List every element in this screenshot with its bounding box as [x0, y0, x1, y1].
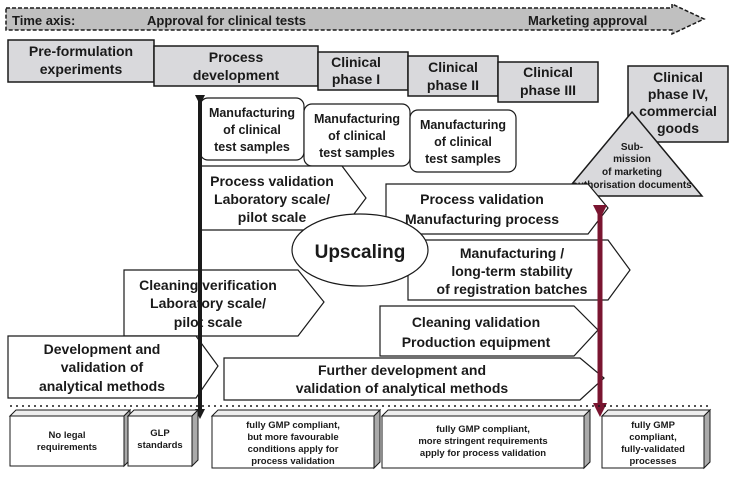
requirement-gmp-favourable-line-4: process validation — [251, 456, 335, 467]
activity-process-validation-lab: Process validation Laboratory scale/ pil… — [199, 165, 367, 231]
activity-registration-batches-line-2: long-term stability — [451, 263, 573, 279]
activity-further-development-line-1: Further development and — [318, 362, 486, 378]
sample-box-1-line-2: of clinical — [223, 123, 281, 137]
activity-process-validation-lab-line-3: pilot scale — [238, 209, 307, 225]
phase-clinical-2: Clinical phase II — [407, 55, 499, 97]
activity-cleaning-validation: Cleaning validation Production equipment — [379, 305, 599, 357]
sample-box-3-line-1: Manufacturing — [420, 118, 506, 132]
phase-clinical-1-line-2: phase I — [332, 71, 380, 87]
requirement-gmp-favourable: fully GMP compliant, but more favourable… — [210, 408, 382, 470]
requirement-no-legal: No legal requirements — [8, 408, 132, 468]
submission-line-4: authorisation documents — [572, 180, 692, 191]
requirement-gmp-stringent-line-2: more stringent requirements — [418, 436, 547, 447]
activity-cleaning-verification-line-3: pilot scale — [174, 314, 243, 330]
requirement-gmp-stringent-line-1: fully GMP compliant, — [436, 424, 530, 435]
activity-process-validation-lab-line-1: Process validation — [210, 173, 334, 189]
requirement-gmp-validated-line-4: processes — [629, 456, 676, 467]
milestone-clinical-tests: Approval for clinical tests — [147, 13, 306, 28]
activity-analytical-methods: Development and validation of analytical… — [7, 335, 219, 399]
sample-box-2: Manufacturing of clinical test samples — [303, 103, 411, 167]
sample-box-1-line-1: Manufacturing — [209, 106, 295, 120]
activity-analytical-methods-line-1: Development and — [44, 341, 161, 357]
requirement-glp: GLP standards — [126, 408, 200, 468]
requirement-gmp-favourable-line-1: fully GMP compliant, — [246, 420, 340, 431]
time-axis-arrow — [5, 2, 706, 36]
phase-process-development-line-1: Process — [209, 49, 264, 65]
sample-box-2-line-1: Manufacturing — [314, 112, 400, 126]
phase-pre-formulation: Pre-formulation experiments — [7, 39, 155, 83]
sample-box-3-line-3: test samples — [425, 152, 501, 166]
phase-clinical-2-line-1: Clinical — [428, 59, 478, 75]
activity-further-development: Further development and validation of an… — [223, 357, 605, 401]
phase-process-development: Process development — [153, 45, 319, 87]
activity-analytical-methods-line-3: analytical methods — [39, 378, 165, 394]
phase-clinical-3: Clinical phase III — [497, 61, 599, 103]
activity-cleaning-validation-line-1: Cleaning validation — [412, 314, 540, 330]
activity-cleaning-verification: Cleaning verification Laboratory scale/ … — [123, 269, 325, 337]
activity-registration-batches: Manufacturing / long-term stability of r… — [407, 239, 631, 301]
activity-analytical-methods-line-2: validation of — [61, 359, 144, 375]
sample-box-3-line-2: of clinical — [434, 135, 492, 149]
activity-upscaling-label: Upscaling — [315, 242, 406, 263]
activity-upscaling: Upscaling — [291, 213, 429, 287]
submission-line-2: mission — [613, 154, 651, 165]
phase-clinical-1: Clinical phase I — [317, 51, 409, 91]
submission-line-1: Sub- — [621, 142, 643, 153]
requirement-gmp-validated-line-2: compliant, — [629, 432, 677, 443]
requirement-gmp-validated: fully GMP compliant, fully-validated pro… — [600, 408, 712, 470]
sample-box-1-line-3: test samples — [214, 140, 290, 154]
requirement-gmp-favourable-line-3: conditions apply for — [248, 444, 339, 455]
requirement-gmp-validated-line-1: fully GMP — [631, 420, 675, 431]
requirement-gmp-favourable-line-2: but more favourable — [247, 432, 338, 443]
activity-process-validation-manufacturing-line-2: Manufacturing process — [405, 211, 559, 227]
phase-clinical-4-line-2: phase IV, — [648, 86, 708, 102]
phase-clinical-2-line-2: phase II — [427, 77, 479, 93]
requirement-glp-line-2: standards — [137, 440, 182, 451]
phase-clinical-4-line-4: goods — [657, 120, 699, 136]
activity-process-validation-lab-line-2: Laboratory scale/ — [214, 191, 330, 207]
phase-clinical-3-line-2: phase III — [520, 82, 576, 98]
time-axis: Time axis: Approval for clinical tests M… — [5, 2, 706, 36]
requirement-no-legal-line-2: requirements — [37, 442, 97, 453]
submission-line-3: of marketing — [602, 167, 662, 178]
phase-pre-formulation-line-1: Pre-formulation — [29, 43, 133, 59]
phase-process-development-line-2: development — [193, 67, 280, 83]
phase-clinical-1-line-1: Clinical — [331, 54, 381, 70]
requirement-no-legal-line-1: No legal — [49, 430, 86, 441]
phase-clinical-4: Clinical phase IV, commercial goods — [627, 65, 729, 143]
activity-further-development-line-2: validation of analytical methods — [296, 380, 509, 396]
requirement-gmp-validated-line-3: fully-validated — [621, 444, 685, 455]
requirement-gmp-stringent: fully GMP compliant, more stringent requ… — [380, 408, 592, 470]
phase-clinical-3-line-1: Clinical — [523, 64, 573, 80]
activity-cleaning-verification-line-1: Cleaning verification — [139, 277, 277, 293]
phase-clinical-4-line-3: commercial — [639, 103, 717, 119]
sample-box-3: Manufacturing of clinical test samples — [409, 109, 517, 173]
phase-pre-formulation-line-2: experiments — [40, 61, 123, 77]
sample-box-2-line-2: of clinical — [328, 129, 386, 143]
activity-process-validation-manufacturing: Process validation Manufacturing process — [385, 183, 609, 235]
activity-process-validation-manufacturing-line-1: Process validation — [420, 191, 544, 207]
phase-clinical-4-line-1: Clinical — [653, 69, 703, 85]
requirement-glp-line-1: GLP — [150, 428, 170, 439]
activity-registration-batches-line-3: of registration batches — [437, 281, 588, 297]
activity-cleaning-verification-line-2: Laboratory scale/ — [150, 295, 266, 311]
activity-cleaning-validation-line-2: Production equipment — [402, 334, 551, 350]
milestone-marketing: Marketing approval — [528, 13, 647, 28]
requirement-gmp-stringent-line-3: apply for process validation — [420, 448, 546, 459]
sample-box-2-line-3: test samples — [319, 146, 395, 160]
activity-registration-batches-line-1: Manufacturing / — [460, 245, 564, 261]
sample-box-1: Manufacturing of clinical test samples — [199, 97, 305, 161]
time-axis-label: Time axis: — [12, 13, 75, 28]
submission-triangle: Sub- mission of marketing authorisation … — [560, 110, 704, 197]
